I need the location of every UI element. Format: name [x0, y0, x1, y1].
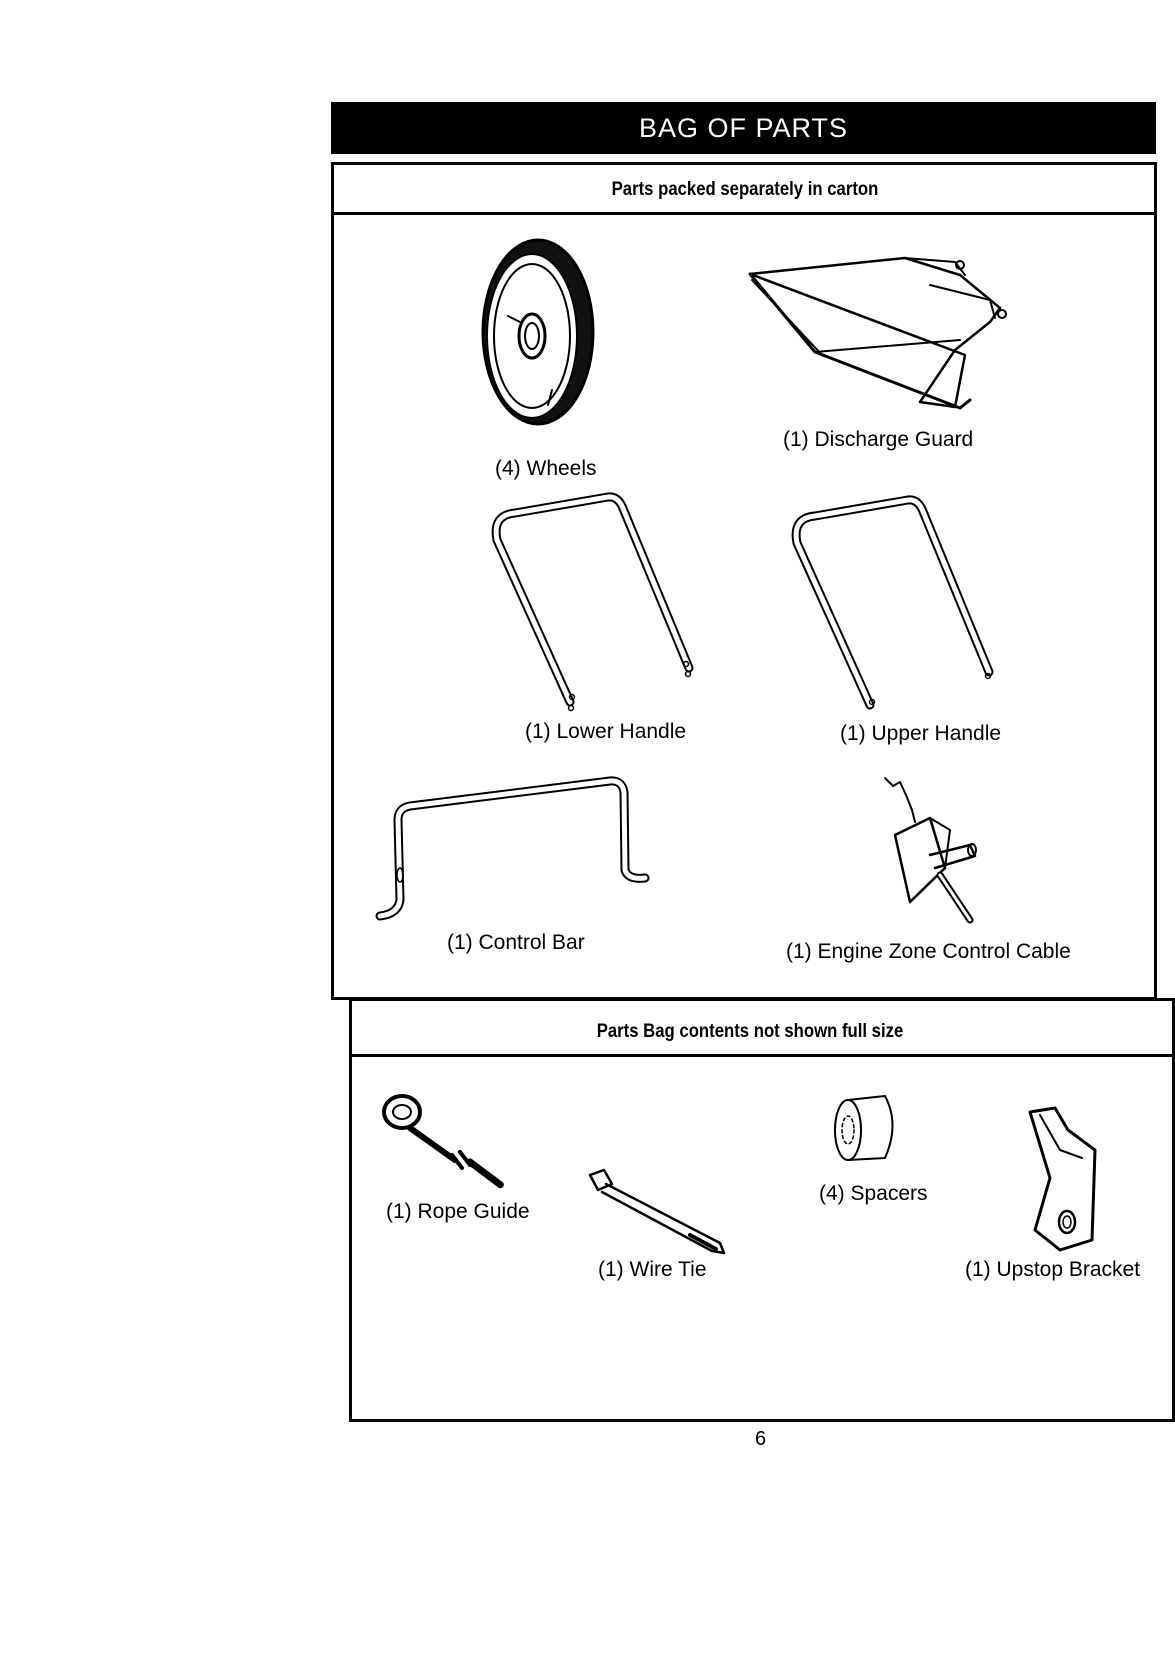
- rope-guide-illustration: [384, 1096, 502, 1186]
- control-bar-illustration: [380, 781, 645, 916]
- part-label-wheels: (4) Wheels: [495, 457, 597, 481]
- wire-tie-illustration: [590, 1170, 724, 1253]
- lower-handle-illustration: [496, 497, 690, 711]
- part-label-spacers: (4) Spacers: [819, 1182, 928, 1206]
- part-label-engine-zone-control-cable: (1) Engine Zone Control Cable: [786, 940, 1071, 964]
- part-label-upper-handle: (1) Upper Handle: [840, 722, 1001, 746]
- wheel-illustration: [483, 240, 593, 424]
- page-number: 6: [755, 1428, 766, 1451]
- discharge-guard-illustration: [750, 258, 1006, 408]
- spacer-illustration: [835, 1096, 893, 1160]
- part-label-upstop-bracket: (1) Upstop Bracket: [965, 1258, 1140, 1282]
- part-label-rope-guide: (1) Rope Guide: [386, 1200, 530, 1224]
- upstop-bracket-illustration: [1030, 1108, 1095, 1250]
- part-label-discharge-guard: (1) Discharge Guard: [783, 428, 973, 452]
- part-label-wire-tie: (1) Wire Tie: [598, 1258, 707, 1282]
- upper-handle-illustration: [796, 500, 990, 705]
- part-label-control-bar: (1) Control Bar: [447, 931, 585, 955]
- part-label-lower-handle: (1) Lower Handle: [525, 720, 686, 744]
- engine-zone-control-cable-illustration: [885, 778, 976, 920]
